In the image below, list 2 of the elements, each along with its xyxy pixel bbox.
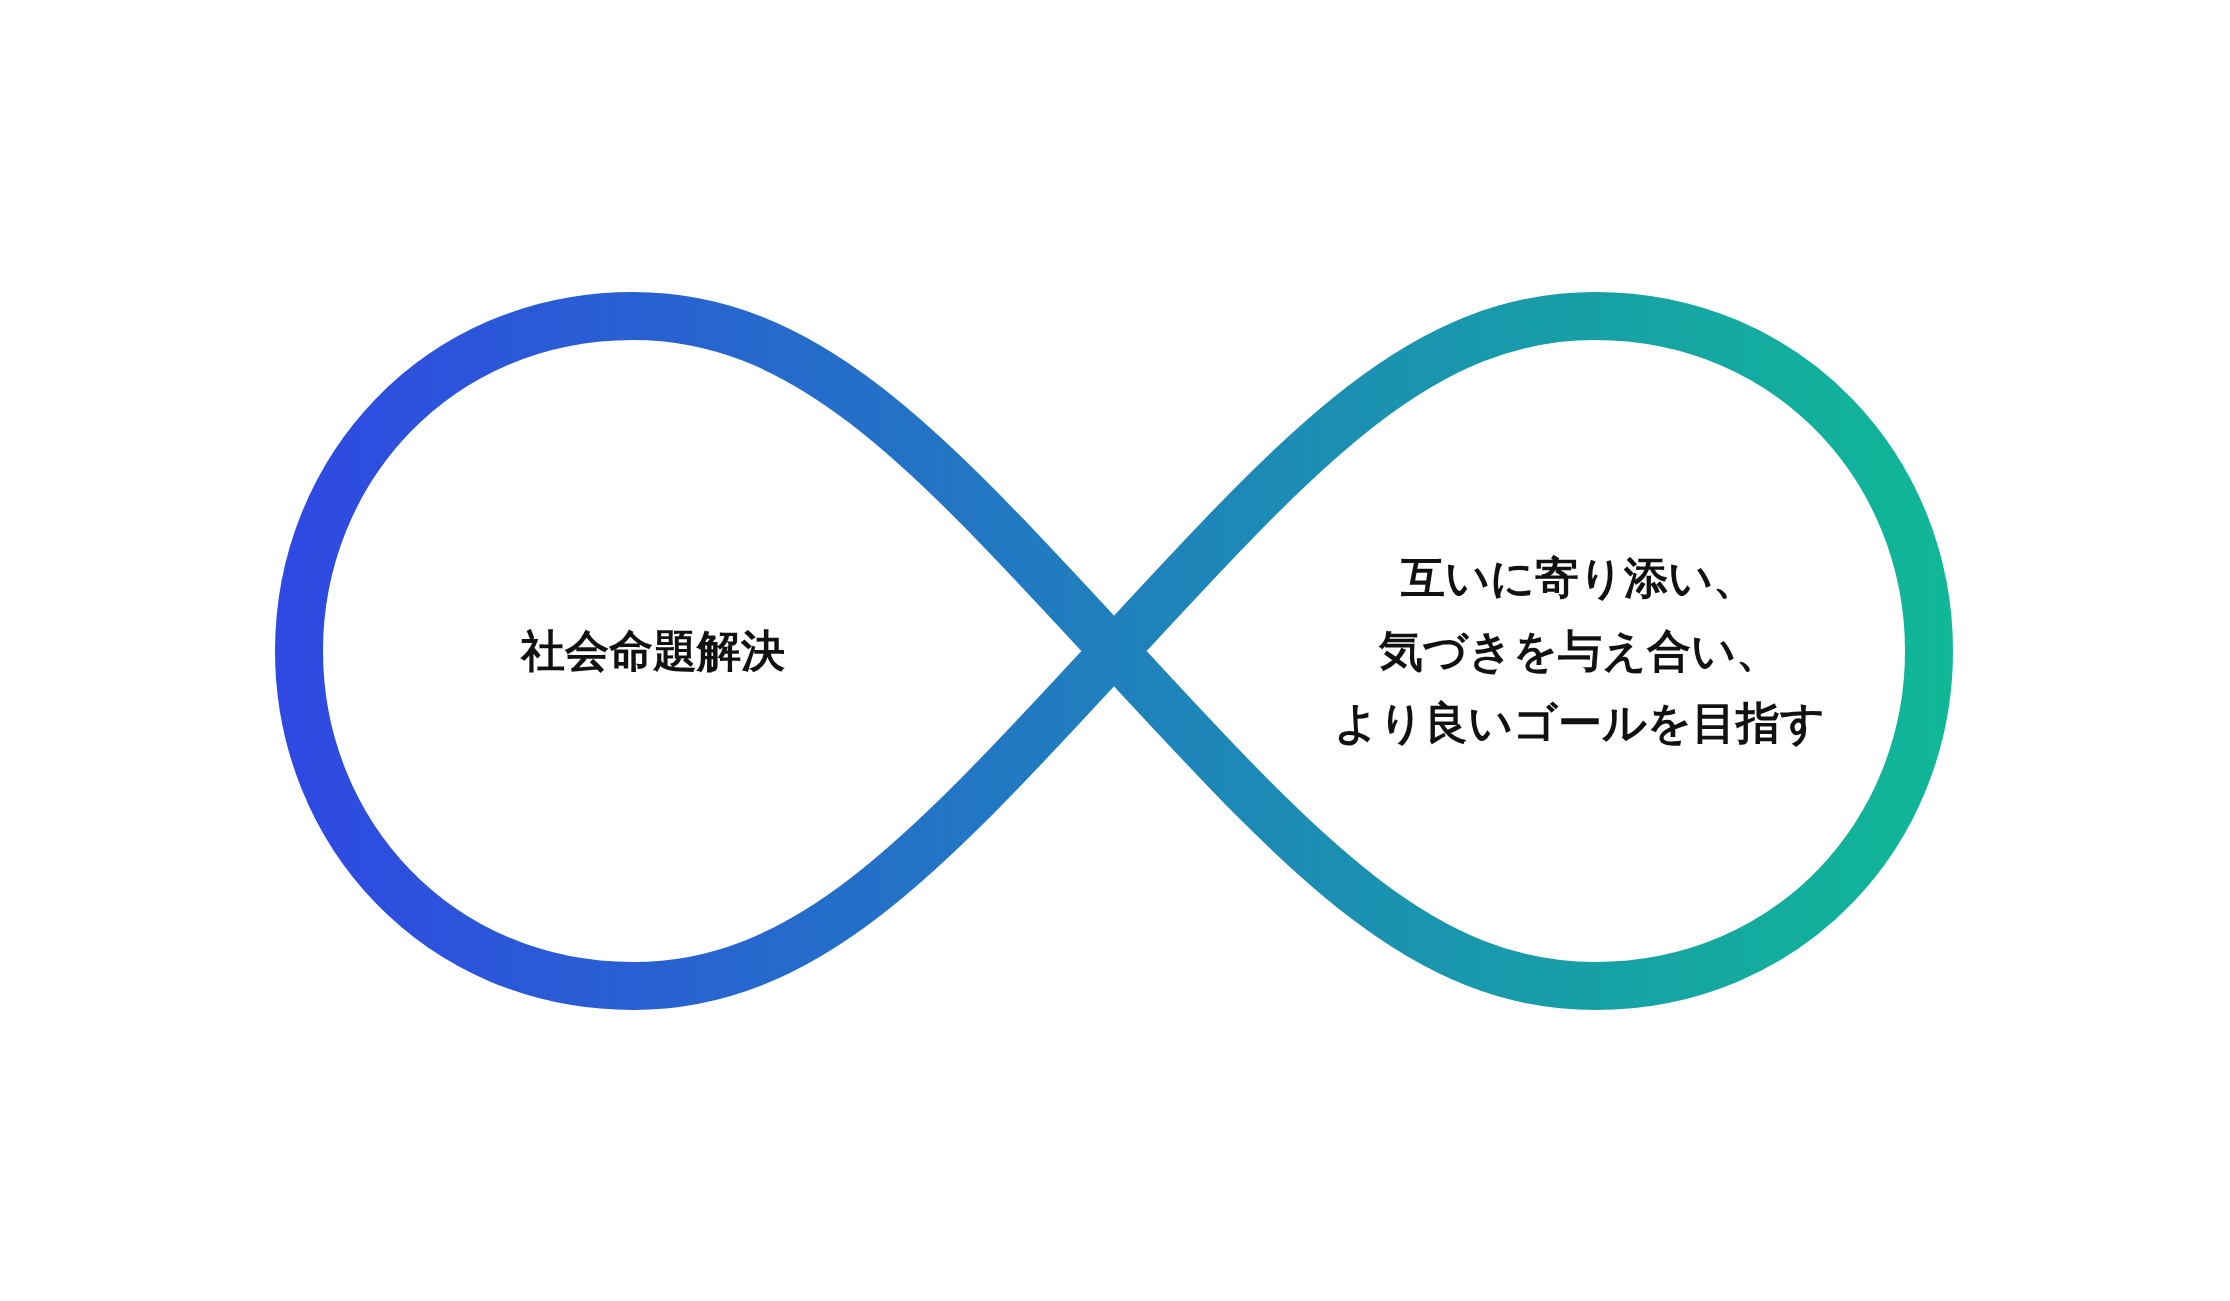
loop-caption: 互いに寄り添い、気づきを与え合い、より良いゴールを目指す xyxy=(1299,542,1859,760)
loop-caption: 社会命題解決 xyxy=(443,614,863,688)
